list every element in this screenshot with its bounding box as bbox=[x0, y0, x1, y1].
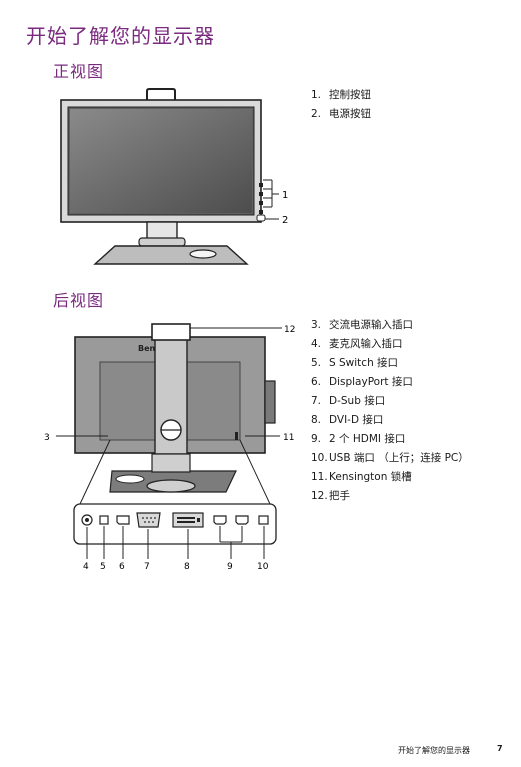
callout-12: 12 bbox=[284, 325, 295, 335]
port-number: 7 bbox=[144, 562, 150, 572]
front-legend: 1.控制按钮 2.电源按钮 bbox=[311, 86, 371, 124]
displayport-icon bbox=[116, 515, 130, 525]
footer-title: 开始了解您的显示器 bbox=[398, 746, 470, 755]
legend-item: 4.麦克风输入插口 bbox=[311, 338, 403, 350]
hdmi-port-icon bbox=[235, 515, 249, 525]
port-number: 10 bbox=[257, 562, 269, 572]
usb-port-icon bbox=[258, 515, 269, 525]
callout-3: 3 bbox=[44, 433, 50, 443]
legend-item: 10.USB 端口 （上行；连接 PC） bbox=[311, 452, 469, 464]
legend-item: 2.电源按钮 bbox=[311, 108, 371, 120]
legend-item: 5.S Switch 接口 bbox=[311, 357, 399, 369]
callout-11: 11 bbox=[283, 433, 294, 443]
kensington-lock-icon bbox=[235, 432, 238, 440]
port-number: 6 bbox=[119, 562, 125, 572]
callout-2: 2 bbox=[282, 215, 288, 226]
hdmi-port-icon bbox=[213, 515, 227, 525]
dsub-port-icon bbox=[136, 512, 161, 528]
front-view-heading: 正视图 bbox=[53, 62, 105, 81]
legend-item: 11.Kensington 锁槽 bbox=[311, 471, 412, 483]
page-number: 7 bbox=[497, 744, 503, 753]
back-view-heading: 后视图 bbox=[53, 291, 105, 310]
legend-item: 6.DisplayPort 接口 bbox=[311, 376, 413, 388]
port-number: 8 bbox=[184, 562, 190, 572]
s-switch-port-icon bbox=[99, 515, 109, 525]
port-number: 4 bbox=[83, 562, 89, 572]
legend-item: 12.把手 bbox=[311, 490, 350, 502]
legend-item: 7.D-Sub 接口 bbox=[311, 395, 386, 407]
back-legend: 3.交流电源输入插口 4.麦克风输入插口 5.S Switch 接口 6.Dis… bbox=[311, 316, 469, 506]
legend-item: 9.2 个 HDMI 接口 bbox=[311, 433, 406, 445]
callout-1: 1 bbox=[282, 190, 288, 201]
port-number: 5 bbox=[100, 562, 106, 572]
port-number: 9 bbox=[227, 562, 233, 572]
front-view-illustration: 1 2 bbox=[60, 88, 288, 265]
legend-item: 3.交流电源输入插口 bbox=[311, 319, 413, 331]
control-buttons bbox=[256, 183, 266, 222]
page-title: 开始了解您的显示器 bbox=[26, 24, 215, 48]
brand-logo: BenQ bbox=[138, 344, 162, 353]
legend-item: 1.控制按钮 bbox=[311, 89, 371, 101]
back-view-illustration: BenQ 12 3 11 bbox=[44, 323, 295, 572]
dvi-port-icon bbox=[172, 512, 204, 528]
legend-item: 8.DVI-D 接口 bbox=[311, 414, 384, 426]
